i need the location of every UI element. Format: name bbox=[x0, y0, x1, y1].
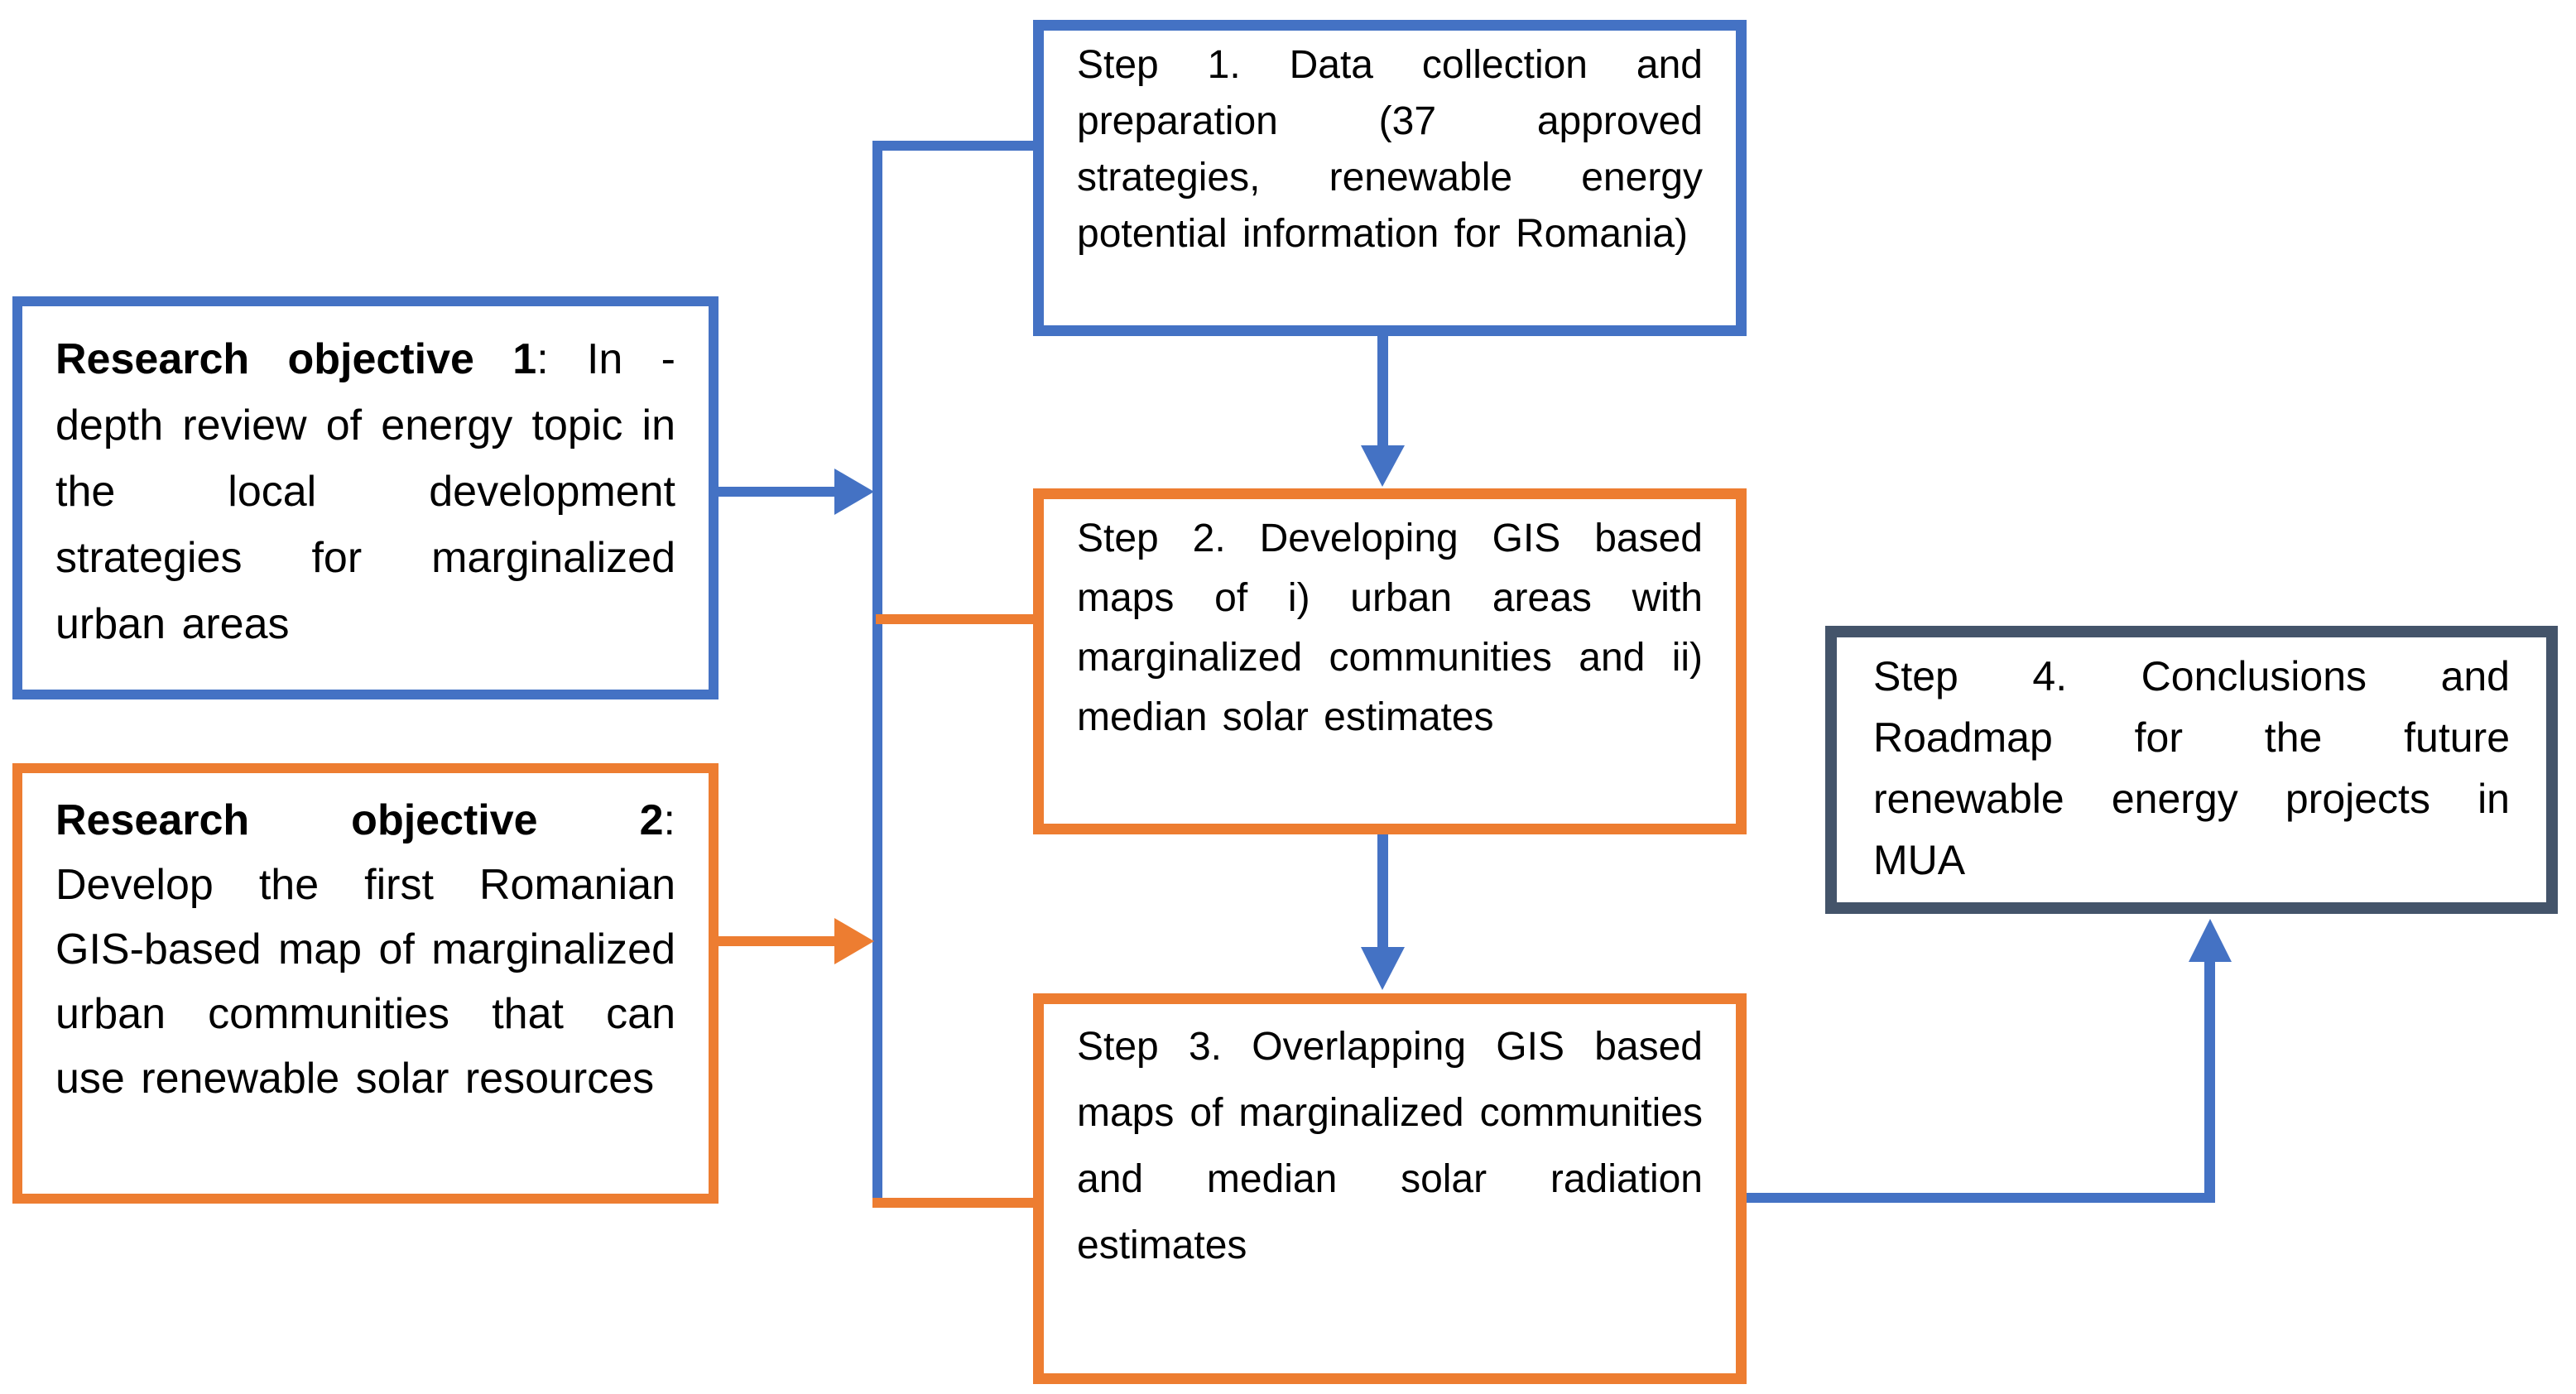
step-4-text: Step 4. Conclusions and Roadmap for the … bbox=[1873, 653, 2510, 883]
research-objective-2-label: Research objective 2 bbox=[55, 796, 664, 844]
research-objective-1-text: Research objective 1: In - depth review … bbox=[55, 335, 676, 648]
connector-step2-step3-arrow bbox=[1361, 824, 1405, 990]
connector-trunk-to-step2 bbox=[876, 614, 1045, 624]
connector-ro2-arrow bbox=[704, 918, 874, 964]
box-step-1: Step 1. Data collection and preparation … bbox=[1033, 20, 1747, 336]
step-2-text: Step 2. Developing GIS based maps of i) … bbox=[1077, 517, 1703, 739]
connector-ro1-arrow bbox=[704, 469, 874, 515]
step-3-text: Step 3. Overlapping GIS based maps of ma… bbox=[1077, 1025, 1703, 1267]
box-step-3: Step 3. Overlapping GIS based maps of ma… bbox=[1033, 993, 1747, 1384]
step-1-text: Step 1. Data collection and preparation … bbox=[1077, 43, 1703, 256]
connector-step1-step2-arrow bbox=[1361, 328, 1405, 487]
research-objective-2-text: Research objective 2: Develop the first … bbox=[55, 796, 675, 1103]
connector-trunk bbox=[872, 141, 1045, 1208]
box-research-objective-2: Research objective 2: Develop the first … bbox=[12, 763, 718, 1204]
connector-step3-step4-arrow bbox=[1730, 919, 2232, 1203]
box-research-objective-1: Research objective 1: In - depth review … bbox=[12, 296, 718, 699]
box-step-4: Step 4. Conclusions and Roadmap for the … bbox=[1825, 626, 2558, 914]
connector-trunk-to-step3 bbox=[872, 1198, 1045, 1208]
box-step-2: Step 2. Developing GIS based maps of i) … bbox=[1033, 488, 1747, 834]
research-objective-1-label: Research objective 1 bbox=[55, 335, 537, 383]
